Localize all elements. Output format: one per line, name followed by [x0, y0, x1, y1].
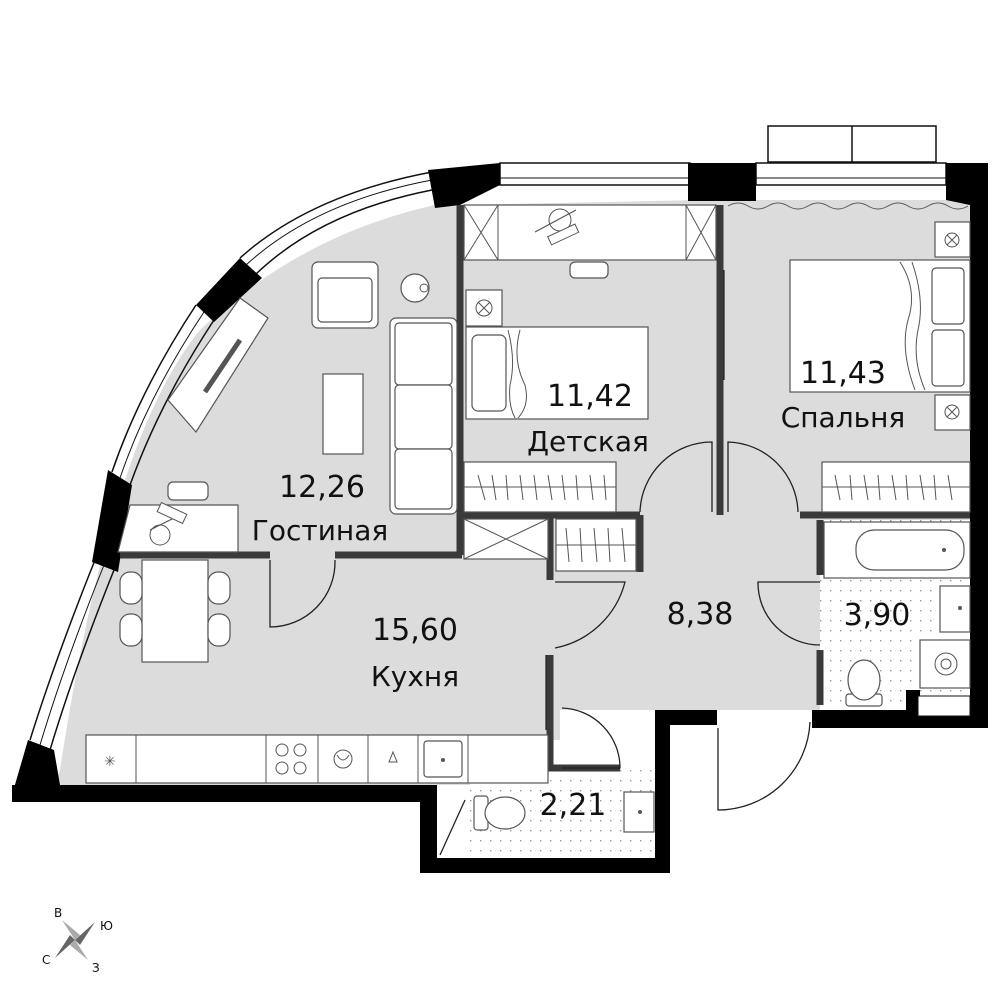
bedroom-area: 11,43 — [800, 356, 886, 391]
tv-stand-icon — [167, 297, 269, 434]
bed-icon — [465, 326, 649, 420]
hall-area: 8,38 — [667, 597, 734, 632]
nightstand-icon — [465, 289, 503, 327]
desk-icon — [463, 204, 717, 279]
nightstand-icon — [934, 221, 971, 431]
desk-icon — [117, 481, 239, 553]
wardrobe-icon — [821, 461, 971, 513]
dining-table-icon — [119, 559, 231, 663]
washing-machine-icon — [919, 639, 971, 689]
kitchen-furniture: ✳ — [85, 559, 549, 784]
washing-machine-icon — [333, 749, 353, 769]
stove-icon — [275, 743, 307, 775]
svg-text:✳: ✳ — [104, 754, 116, 770]
hall-furniture — [463, 518, 637, 572]
sink-icon — [623, 791, 655, 833]
compass-east: В — [54, 906, 62, 920]
shoe-rack-icon — [555, 518, 637, 572]
kitchen-counter-icon: ✳ — [85, 734, 549, 784]
living-area: 12,26 — [279, 470, 365, 505]
bathroom-area: 3,90 — [844, 598, 911, 633]
sink-icon — [939, 585, 971, 633]
compass-west: З — [92, 961, 100, 975]
kids-area: 11,42 — [547, 379, 633, 414]
curtain-icon — [727, 202, 969, 210]
compass-north: С — [42, 953, 50, 967]
exterior-walls — [12, 163, 988, 873]
room-labels: 12,26 Гостиная 15,60 Кухня 11,42 Детская… — [252, 356, 911, 823]
kitchen-area: 15,60 — [372, 613, 458, 648]
sink-icon — [423, 740, 463, 778]
floor-lamp-icon — [400, 273, 430, 303]
coffee-table-icon — [322, 373, 364, 455]
bed-icon — [789, 259, 971, 393]
bedroom-name: Спальня — [781, 401, 906, 434]
armchair-icon — [311, 261, 379, 329]
windows — [29, 125, 947, 751]
toilet-icon — [473, 795, 526, 831]
faucet-icon — [388, 750, 398, 763]
compass-icon: В Ю С З — [42, 906, 113, 975]
wc-furniture — [473, 791, 655, 833]
bedroom-furniture — [727, 202, 971, 513]
living-name: Гостиная — [252, 514, 388, 547]
bathtub-icon — [823, 521, 971, 579]
toilet-icon — [845, 659, 883, 707]
wardrobe-icon — [463, 461, 617, 513]
compass-south: Ю — [100, 919, 113, 933]
kitchen-name: Кухня — [371, 660, 459, 693]
living-room-furniture — [117, 261, 458, 553]
kids-room-furniture — [463, 204, 717, 513]
bathroom-furniture — [823, 521, 971, 707]
wc-area: 2,21 — [540, 788, 607, 823]
kids-name: Детская — [527, 425, 649, 458]
doors — [269, 270, 821, 856]
sofa-icon — [389, 317, 458, 515]
wardrobe-icon — [463, 518, 549, 560]
